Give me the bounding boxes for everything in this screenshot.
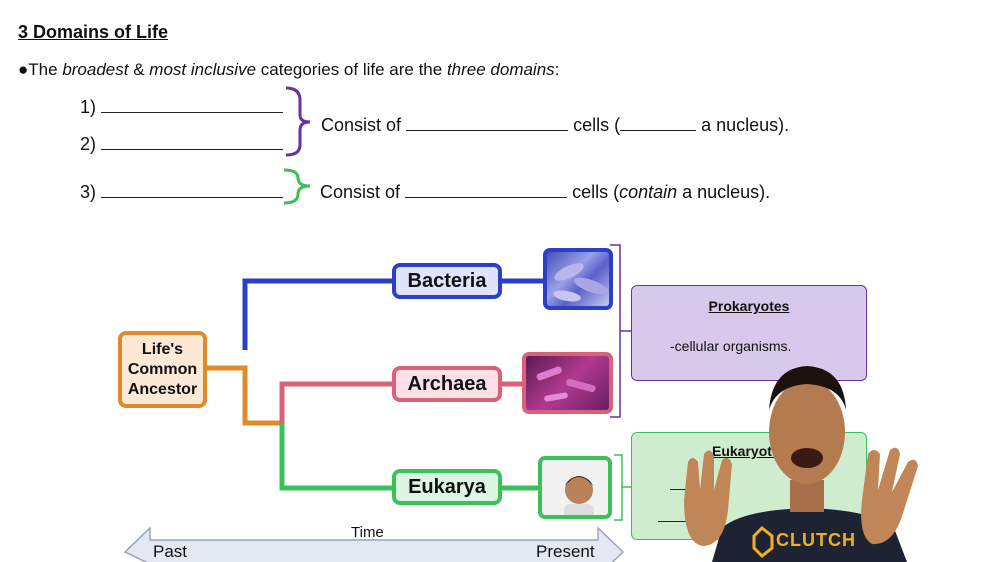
eukaryote-bracket (614, 454, 623, 521)
consist-emphasis: contain (619, 182, 678, 202)
bacteria-label: Bacteria (407, 269, 487, 292)
eukarya-child-image (538, 456, 612, 519)
eukaryotes-title: Eukaryote (712, 443, 780, 459)
domain-blank-2: 2) (80, 134, 284, 155)
consist-line-eukaryotic: Consist of cells (contain a nucleus). (320, 182, 770, 203)
presenter-video: CLUTCH (672, 350, 942, 562)
bacteria-node: Bacteria (392, 263, 502, 299)
archaea-image (522, 352, 613, 414)
eukarya-label: Eukarya (408, 475, 486, 498)
intro-sentence: ●The broadest & most inclusive categorie… (18, 60, 559, 80)
consist-text: Consist of (320, 182, 406, 202)
timeline-label: Time (351, 524, 384, 541)
intro-text: categories of life are the (256, 60, 447, 79)
clutch-logo-text: CLUTCH (776, 530, 856, 550)
pink-branch (279, 381, 393, 423)
intro-text: & (128, 60, 150, 79)
timeline-past: Past (153, 542, 188, 561)
consist-text: a nucleus). (701, 115, 790, 135)
intro-emphasis: broadest (62, 60, 129, 79)
intro-text: The (28, 60, 63, 79)
domain-blank-1: 1) (80, 97, 284, 118)
archaea-label: Archaea (407, 372, 487, 395)
consist-text: a nucleus). (677, 182, 771, 202)
green-brace (283, 168, 311, 205)
fill-blank (405, 183, 568, 198)
orange-branch (207, 365, 282, 426)
consist-line-prokaryotic: Consist of cells ( a nucleus). (321, 115, 789, 136)
intro-emphasis: three domains (446, 60, 555, 79)
page-title: 3 Domains of Life (18, 22, 169, 42)
eukaryote-blank (658, 521, 698, 522)
blue-branch (242, 278, 393, 350)
intro-emphasis: most inclusive (149, 60, 257, 79)
domain-blank-3: 3) (80, 182, 284, 203)
bacteria-image (543, 248, 613, 310)
item-number: 1) (80, 97, 97, 117)
ancestor-label: Life's Common Ancestor (127, 340, 198, 398)
fill-blank (620, 116, 697, 131)
item-number: 3) (80, 182, 97, 202)
item-number: 2) (80, 134, 97, 154)
fill-blank (101, 98, 284, 113)
fill-blank (101, 183, 284, 198)
intro-text: : (554, 60, 560, 79)
fill-blank (101, 135, 284, 150)
prokaryotes-title: Prokaryotes (708, 298, 790, 314)
eukarya-node: Eukarya (392, 469, 502, 505)
prokaryotes-box: Prokaryotes -cellular organisms. (631, 285, 867, 381)
timeline-arrow (123, 526, 625, 562)
prokaryotes-text: -cellular organisms. (670, 338, 792, 354)
consist-text: cells ( (573, 115, 621, 135)
consist-text: cells ( (572, 182, 620, 202)
timeline-present: Present (536, 542, 595, 561)
fill-blank (406, 116, 569, 131)
common-ancestor-node: Life's Common Ancestor (118, 331, 207, 408)
archaea-node: Archaea (392, 366, 502, 402)
consist-text: Consist of (321, 115, 407, 135)
green-branch (279, 423, 393, 491)
bullet: ● (18, 60, 29, 79)
purple-brace (285, 86, 311, 157)
